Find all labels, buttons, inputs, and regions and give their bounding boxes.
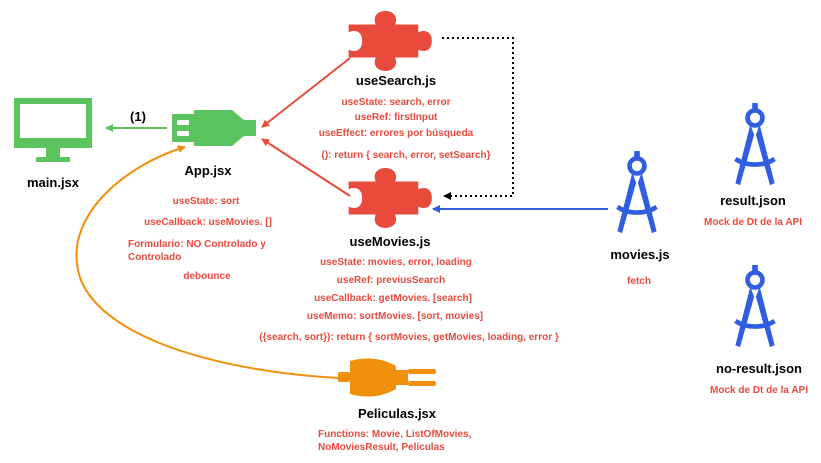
- edge-label-1: (1): [130, 109, 146, 124]
- edge-usesearch-to-app: [261, 57, 351, 128]
- compass-icon: [617, 151, 656, 233]
- compass-icon: [735, 265, 774, 347]
- monitor-icon: [14, 98, 92, 162]
- usesearch-note: useRef: firstInput: [354, 112, 438, 123]
- main-title: main.jsx: [26, 175, 80, 190]
- movies-title: movies.js: [610, 247, 670, 262]
- usb-plug-icon: [172, 110, 256, 146]
- usesearch-note: useEffect: errores por búsqueda: [318, 128, 474, 139]
- result-note: Mock de Dt de la API: [704, 217, 802, 228]
- app-note: debounce: [183, 271, 231, 282]
- usemovies-title: useMovies.js: [349, 234, 431, 249]
- compass-icon: [735, 103, 774, 185]
- usesearch-note: (): return { search, error, setSearch}: [321, 150, 491, 161]
- edge-usesearch-to-usemovies: [442, 37, 514, 200]
- app-note: Formulario: NO Controlado y Controlado: [128, 239, 266, 263]
- app-note: useState: sort: [172, 196, 240, 207]
- usemovies-note: useMemo: sortMovies. [sort, movies]: [306, 311, 484, 322]
- puzzle-piece-icon: [348, 11, 432, 71]
- edge-peliculas-to-app: [75, 145, 339, 379]
- app-title: App.jsx: [184, 163, 232, 178]
- usemovies-note: useRef: previusSearch: [336, 275, 446, 286]
- peliculas-title: Peliculas.jsx: [357, 406, 437, 421]
- no-result-note: Mock de Dt de la API: [710, 385, 808, 396]
- usesearch-note: useState: search, error: [341, 97, 451, 108]
- movies-note: fetch: [627, 276, 651, 287]
- peliculas-note: Functions: Movie, ListOfMovies, NoMovies…: [318, 429, 472, 453]
- result-title: result.json: [720, 193, 786, 208]
- power-plug-icon: [338, 358, 436, 397]
- usesearch-title: useSearch.js: [355, 73, 437, 88]
- edge-usemovies-to-app: [261, 138, 351, 197]
- usemovies-note: useState: movies, error, loading: [320, 257, 472, 268]
- no-result-title: no-result.json: [716, 361, 802, 376]
- app-note: useCallback: useMovies. []: [144, 217, 272, 228]
- usemovies-note: useCallback: getMovies. [search]: [314, 293, 472, 304]
- usemovies-note: ({search, sort}): return { sortMovies, g…: [259, 332, 559, 343]
- puzzle-piece-icon: [348, 168, 432, 228]
